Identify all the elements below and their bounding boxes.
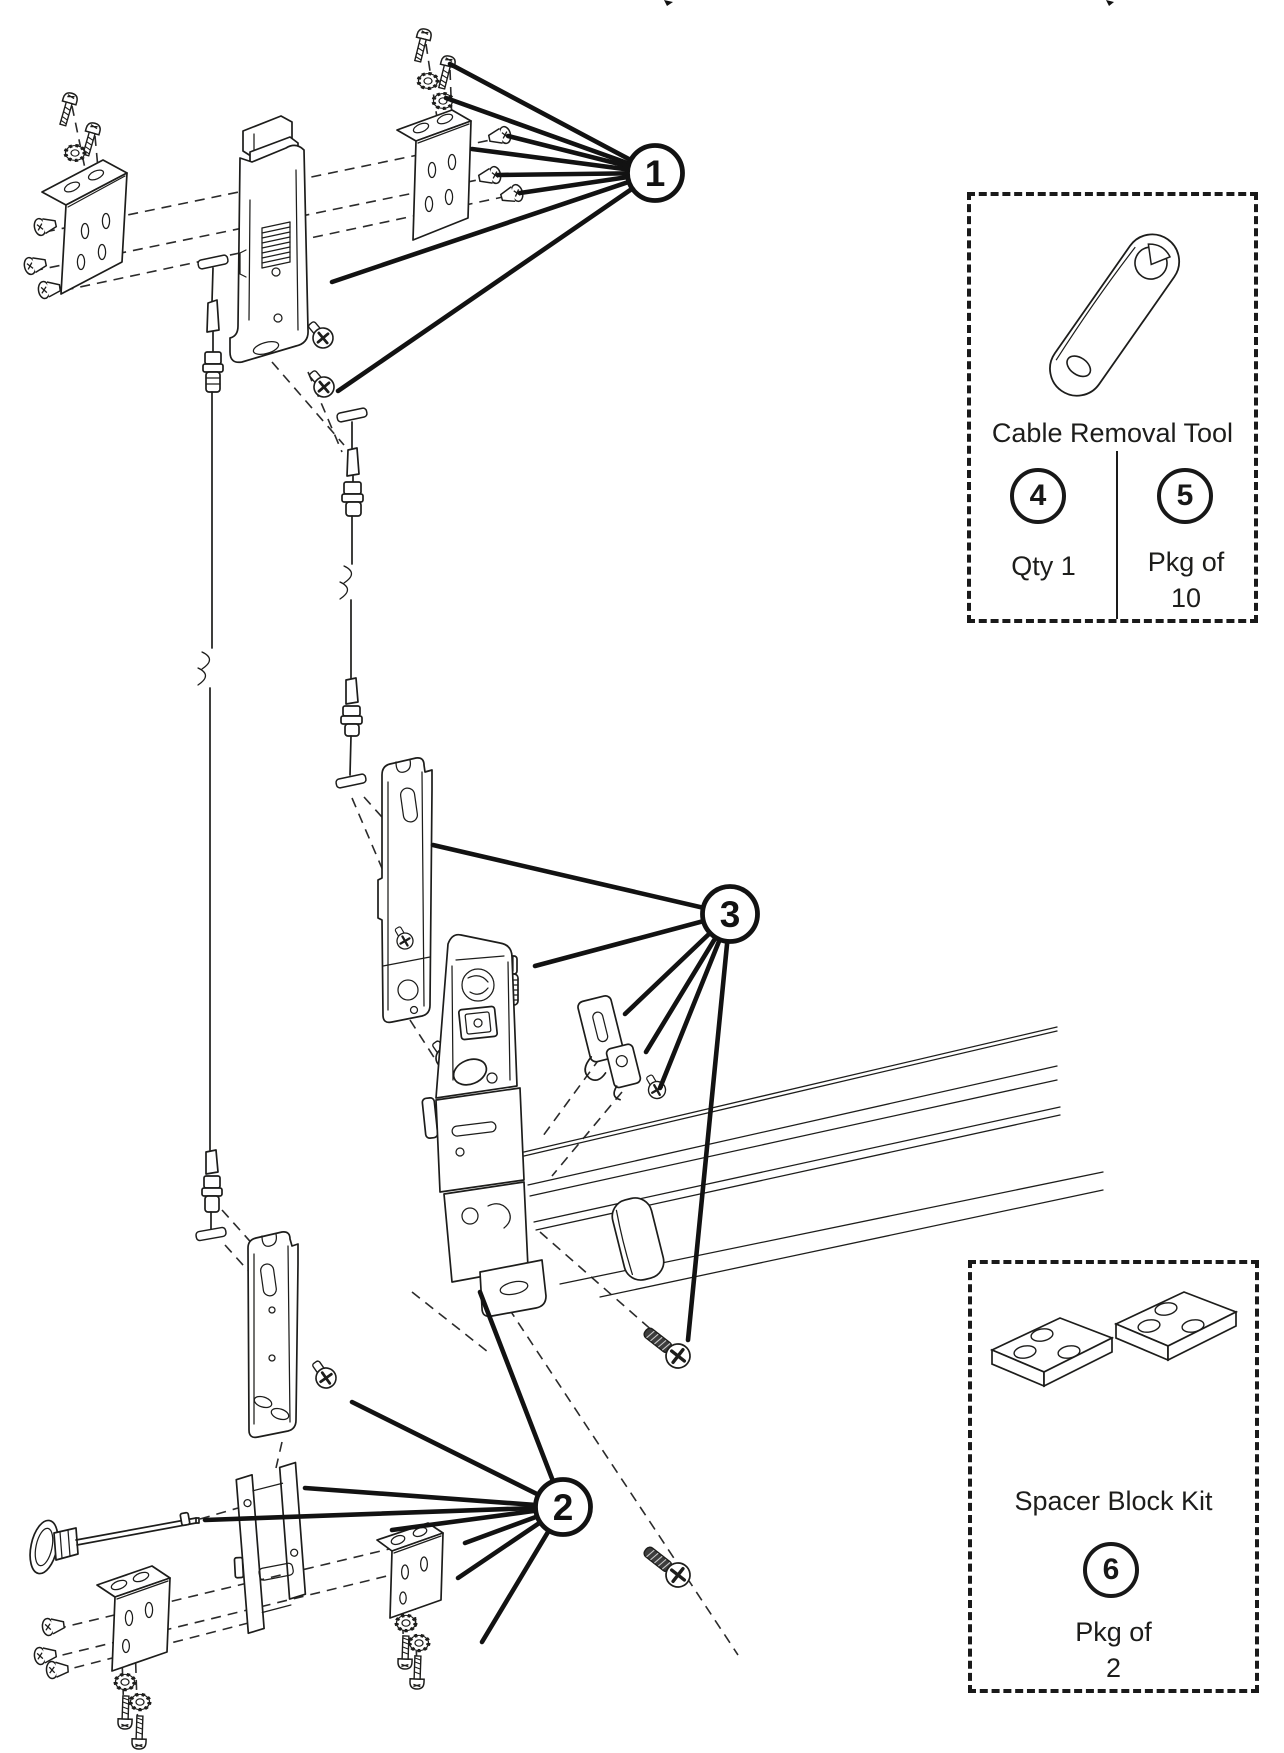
callout-5-qty-line1: Pkg of (1147, 547, 1225, 577)
cable-removal-tool-title: Cable Removal Tool (991, 418, 1234, 448)
spacer-blocks-drawing (989, 1291, 1239, 1388)
tube-end-cap (611, 1197, 665, 1281)
star-washer (62, 142, 88, 164)
callout-5-qty: Pkg of 10 (1118, 544, 1254, 616)
hook-clip (577, 995, 625, 1081)
panel-divider (1116, 451, 1118, 619)
cable-anchor-bracket-lower (247, 1231, 299, 1439)
cable-t-handle (335, 406, 369, 424)
l-bracket-right (396, 109, 472, 241)
callout-5-qty-line2: 10 (1170, 583, 1202, 613)
flat-screw (22, 253, 49, 277)
pull-rod-assembly (29, 1511, 200, 1575)
star-washer (407, 1633, 431, 1653)
callout-6-badge: 6 (1083, 1542, 1139, 1598)
cable-assembly-long (194, 253, 230, 1242)
callout-4-badge: 4 (1010, 468, 1066, 524)
spacer-block (1113, 1291, 1239, 1362)
cable-break-mark (339, 565, 353, 600)
l-bracket-left (41, 159, 128, 295)
cut-off-text-fragment (1106, 0, 1114, 6)
floor-bracket-right-group (376, 1522, 444, 1690)
spacer-block-kit-panel: Spacer Block Kit 6 Pkg of 2 (968, 1260, 1259, 1693)
flat-screw (32, 214, 59, 238)
callout-6-qty-line2: 2 (1105, 1653, 1122, 1683)
pan-screw (434, 53, 458, 91)
star-washer (113, 1672, 137, 1692)
callout-4-qty: Qty 1 (1011, 551, 1076, 581)
cable-t-end (334, 772, 368, 790)
mounting-screw (636, 1319, 697, 1375)
cable-break-mark (197, 651, 211, 686)
wall-bracket-right-group (396, 26, 526, 241)
spring (261, 221, 291, 269)
phillips-screw (302, 364, 340, 403)
cable-removal-tool-panel: Cable Removal Tool 4 Qty 1 5 Pkg of 10 (967, 192, 1258, 623)
callout-1-leaders (329, 61, 658, 394)
star-washer (128, 1692, 152, 1712)
cable-anchor-bracket-upper (377, 757, 433, 1024)
spacer-block-kit-title: Spacer Block Kit (1014, 1486, 1213, 1516)
mounting-screw (636, 1538, 697, 1594)
cable-t-end (194, 1226, 228, 1242)
flat-screw (45, 1659, 70, 1680)
callout-5-badge: 5 (1157, 468, 1213, 524)
latch-assembly-top (229, 115, 309, 364)
pan-screw (131, 1715, 148, 1750)
callout-1: 1 (625, 143, 685, 203)
callout-4-number: 4 (1029, 479, 1047, 512)
callout-1-number: 1 (645, 153, 666, 194)
clip-plate (605, 1043, 642, 1101)
callout-2-number: 2 (553, 1487, 574, 1528)
pan-screw (55, 90, 80, 128)
flat-screw (36, 278, 62, 300)
callout-3-number: 3 (720, 894, 741, 935)
callout-3: 3 (700, 884, 760, 944)
flat-screw (40, 1615, 66, 1637)
callout-2: 2 (533, 1477, 593, 1537)
latch-assembly-center (421, 933, 547, 1318)
star-washer (415, 70, 441, 92)
l-bracket-bottom-left (96, 1565, 171, 1672)
floor-bracket-left-group (32, 1565, 171, 1750)
spacer-block (989, 1317, 1115, 1388)
u-channel-bracket (233, 1461, 307, 1635)
star-washer (394, 1613, 418, 1633)
cut-off-text-fragment (664, 0, 673, 6)
tool-notch (1147, 243, 1172, 266)
phillips-screw (305, 1355, 342, 1394)
callout-5-number: 5 (1176, 479, 1194, 512)
cable-removal-tool-drawing (1049, 233, 1181, 397)
callout-6-qty-line1: Pkg of (1075, 1617, 1152, 1647)
l-bracket-bottom-right (376, 1522, 444, 1619)
wall-bracket-left-group (22, 90, 128, 300)
cable-assembly-short (334, 406, 369, 790)
callout-6-number: 6 (1102, 1553, 1120, 1586)
pan-screw (410, 26, 434, 64)
callout-6-qty: Pkg of 2 (972, 1614, 1255, 1686)
